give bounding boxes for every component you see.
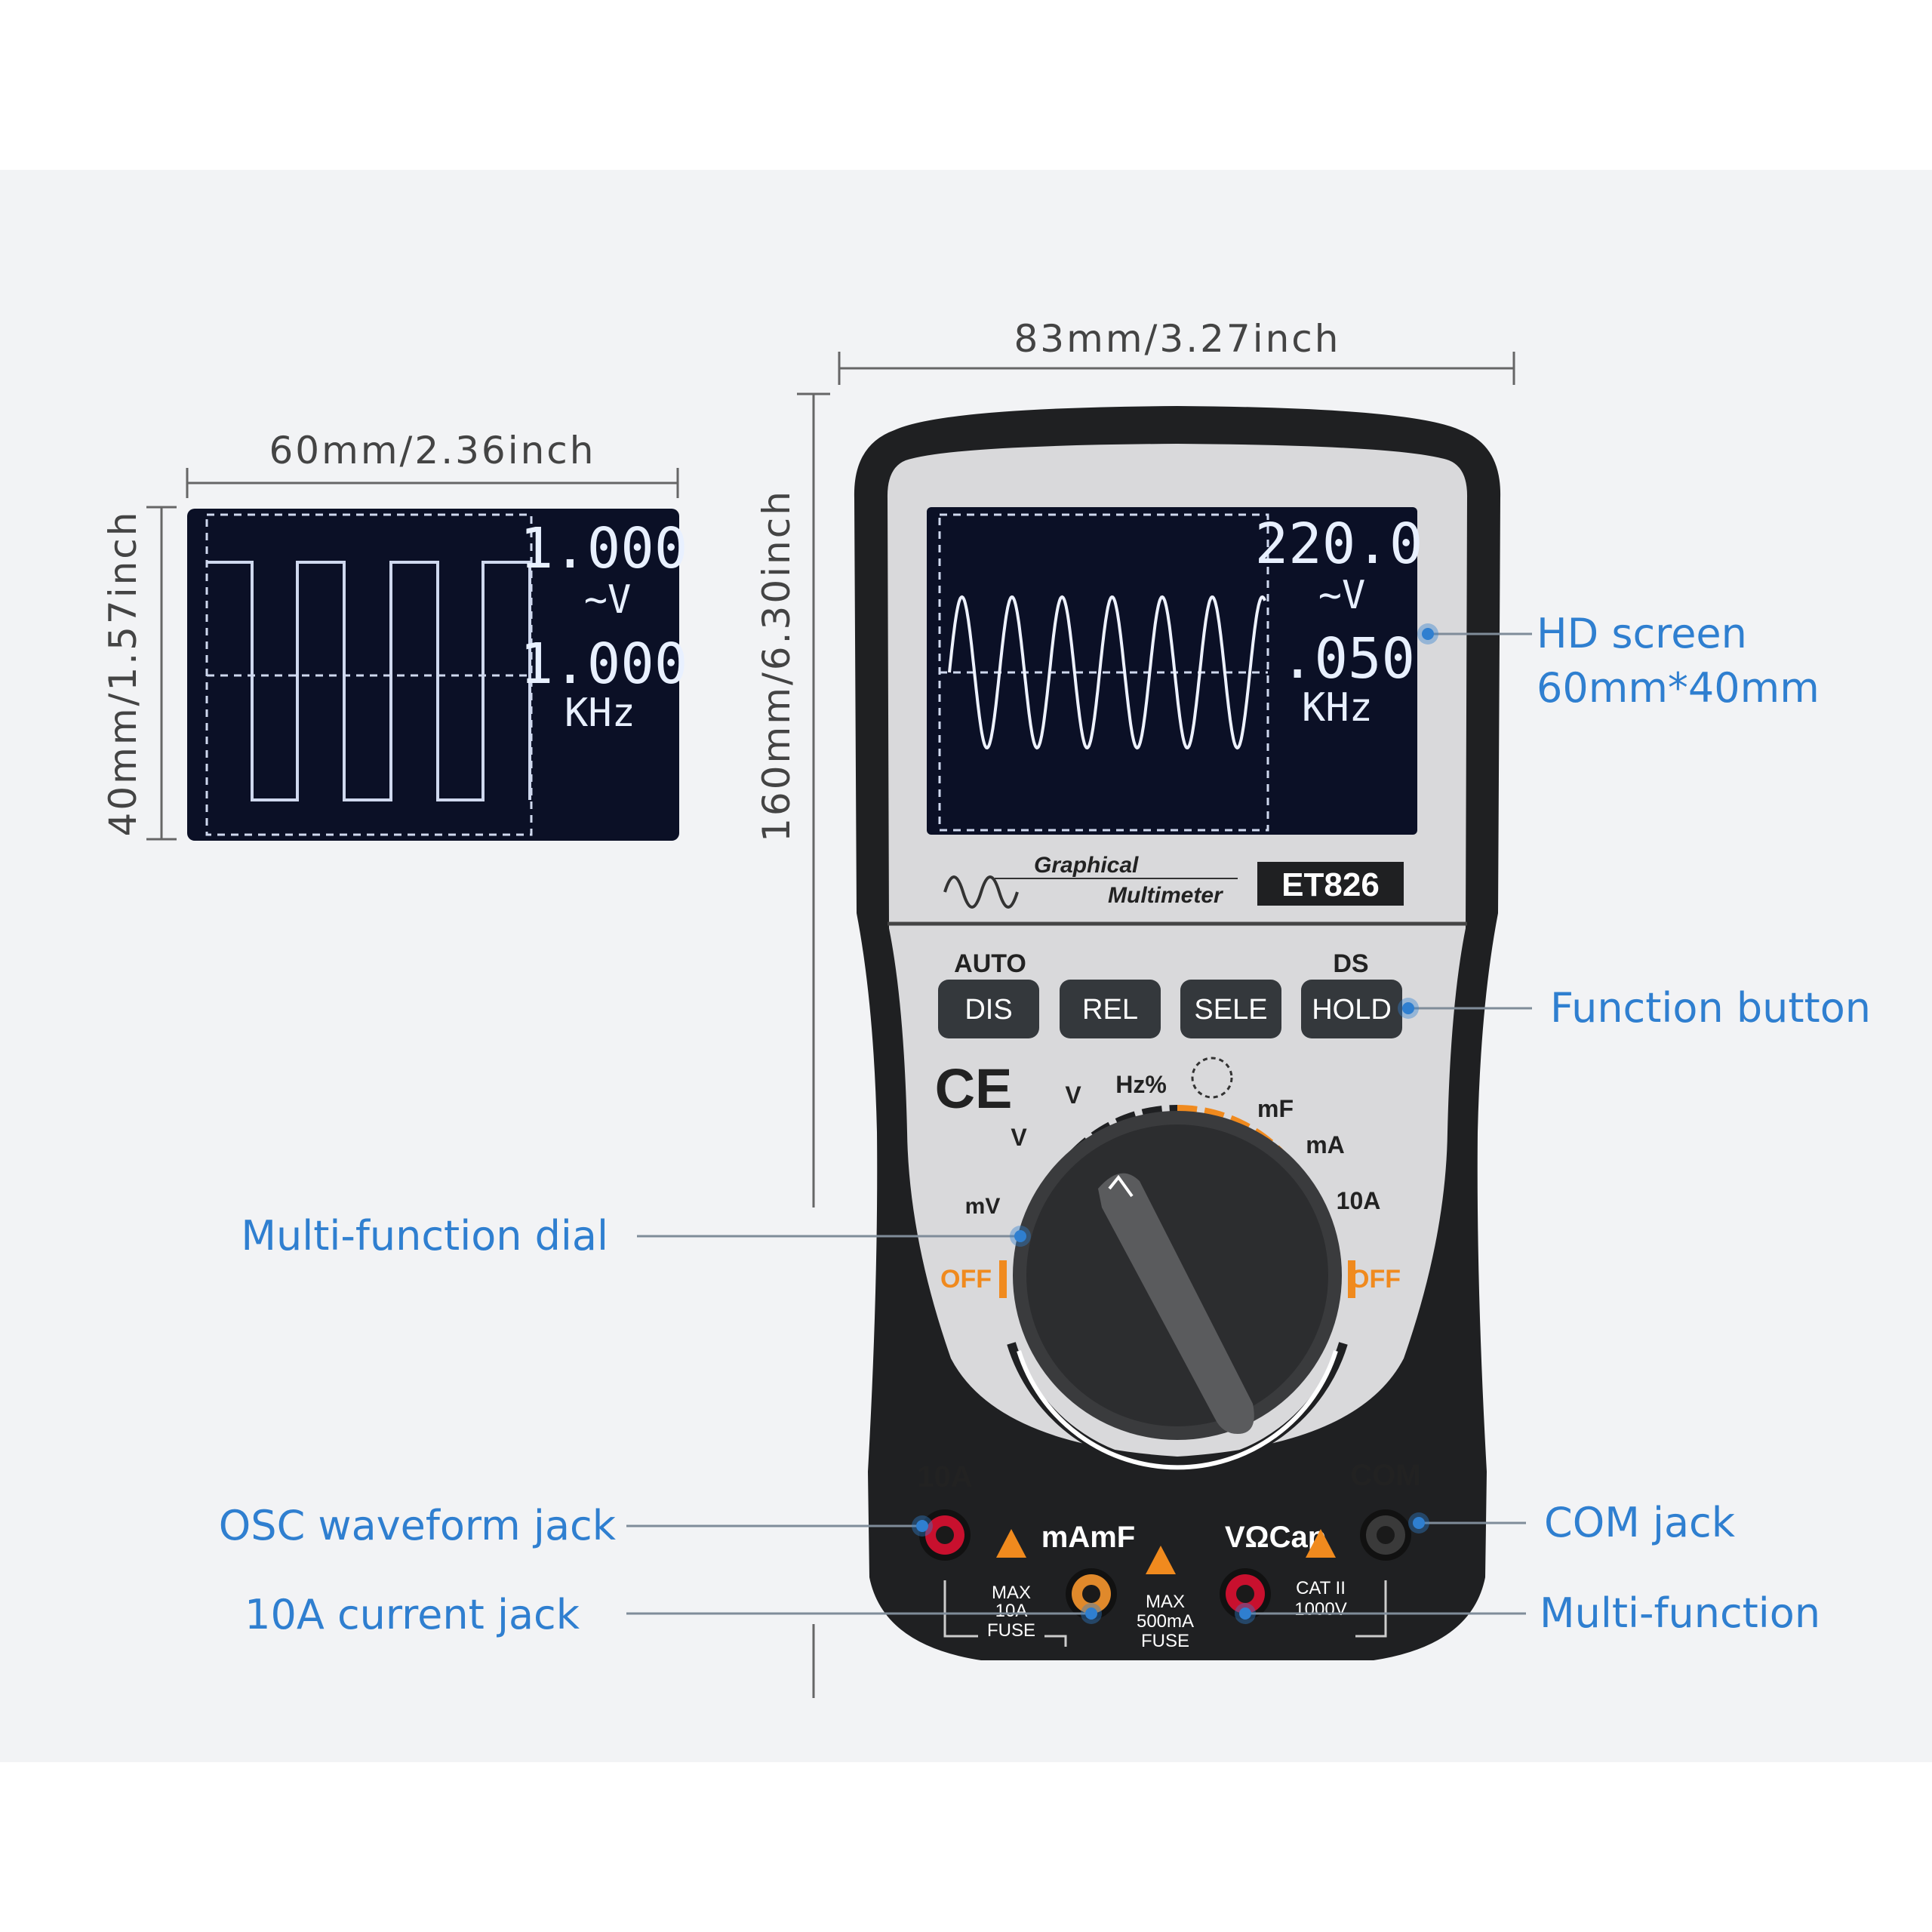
hold-button[interactable]: HOLD [1301, 980, 1402, 1038]
device-width-dimension: 83mm/3.27inch [838, 317, 1515, 385]
current-jack-label: 10A current jack [245, 1591, 580, 1638]
rating2-line3: FUSE [1141, 1631, 1189, 1651]
device-width-label: 83mm/3.27inch [1014, 317, 1341, 361]
dial-label-v-dc: V [1011, 1124, 1027, 1151]
small-voltage-readout: 1.000 [520, 516, 688, 581]
main-voltage-readout: 220.0 [1255, 512, 1423, 577]
jack-10a[interactable] [919, 1509, 971, 1561]
rating1-line3: FUSE [987, 1620, 1035, 1641]
main-screen [927, 507, 1417, 835]
jack-com[interactable] [1360, 1509, 1411, 1561]
sele-button-label: SELE [1194, 994, 1267, 1026]
rating1-line2: 10A [995, 1601, 1028, 1621]
brand-line1: Graphical [1034, 853, 1139, 878]
osc-jack-label: OSC waveform jack [219, 1502, 617, 1549]
dial-label-off-left: OFF [940, 1265, 992, 1294]
callout-dial: Multi-function dial [241, 1212, 1031, 1260]
multi-function-dial[interactable] [1013, 1111, 1342, 1440]
com-jack-label: COM jack [1544, 1499, 1736, 1546]
multimeter: 220.0 ~V .050 KHz Graphical Multimeter E… [854, 406, 1501, 1660]
ce-mark: CE [935, 1057, 1013, 1120]
dial-label-mf: mF [1257, 1095, 1294, 1122]
jack-label-mamf: mAmF [1041, 1521, 1135, 1554]
brand-wave-icon [943, 875, 1019, 909]
small-frequency-unit: KHz [565, 691, 635, 736]
ds-label: DS [1333, 949, 1368, 978]
callout-multi-function: Multi-function [1235, 1589, 1820, 1637]
dial-label: Multi-function dial [241, 1212, 608, 1260]
dial-label-mv: mV [965, 1194, 1001, 1219]
model-badge [1257, 862, 1404, 906]
screen-width-dimension: 60mm/2.36inch [186, 429, 679, 498]
model-name: ET826 [1281, 866, 1380, 903]
jack-label-10a: 10A [917, 1460, 972, 1494]
small-screen-panel [187, 509, 679, 841]
hd-screen-size-label: 60mm*40mm [1537, 664, 1820, 712]
small-frequency-readout: 1.000 [520, 632, 688, 697]
dial-label-v-ac: V [1065, 1081, 1081, 1109]
rating2-line1: MAX [1146, 1592, 1185, 1612]
main-frequency-readout: .050 [1281, 626, 1415, 691]
screen-width-label: 60mm/2.36inch [269, 429, 596, 472]
jack-label-vohm: VΩCap [1225, 1521, 1326, 1554]
dis-button[interactable]: DIS [938, 980, 1039, 1038]
rating3-line1: CAT II [1296, 1578, 1346, 1598]
device-height-label: 160mm/6.30inch [755, 489, 798, 842]
warning-icon [1146, 1546, 1176, 1574]
rel-button-label: REL [1082, 994, 1138, 1026]
multi-function-label: Multi-function [1540, 1589, 1820, 1637]
main-voltage-unit: ~V [1318, 573, 1366, 618]
callout-function-button: Function button [1398, 984, 1871, 1032]
jack-label-com: COM [1350, 1459, 1420, 1492]
brand-line2: Multimeter [1108, 883, 1224, 908]
dial-label-off-right: OFF [1349, 1265, 1401, 1294]
warning-icon [1306, 1529, 1336, 1558]
dial-label-hz: Hz% [1115, 1071, 1167, 1098]
jack-mamf[interactable] [1066, 1568, 1117, 1620]
warning-icon [996, 1529, 1026, 1558]
dial-pointer-arrow [1108, 1174, 1134, 1198]
callout-current-jack: 10A current jack [245, 1591, 1102, 1638]
dial-label-ma: mA [1306, 1131, 1345, 1158]
callout-hd-screen: HD screen 60mm*40mm [1417, 610, 1820, 712]
ohm-diode-icon [1191, 1057, 1233, 1099]
rating1-line1: MAX [992, 1583, 1031, 1603]
small-voltage-unit: ~V [584, 577, 632, 623]
small-screen: 1.000 ~V 1.000 KHz [187, 509, 688, 841]
hold-button-label: HOLD [1312, 994, 1392, 1026]
function-button-label: Function button [1550, 984, 1871, 1032]
rating2-line2: 500mA [1137, 1611, 1194, 1632]
dis-button-label: DIS [964, 994, 1012, 1026]
jack-vohm[interactable] [1220, 1568, 1271, 1620]
dial-pointer [1098, 1173, 1254, 1434]
screen-height-label: 40mm/1.57inch [101, 510, 145, 837]
rating3-line2: 1000V [1294, 1599, 1346, 1620]
dial-label-10a: 10A [1337, 1187, 1381, 1214]
callout-com-jack: COM jack [1408, 1499, 1736, 1546]
callout-osc-jack: OSC waveform jack [219, 1502, 933, 1549]
rel-button[interactable]: REL [1060, 980, 1161, 1038]
screen-height-dimension: 40mm/1.57inch [101, 506, 177, 841]
sele-button[interactable]: SELE [1180, 980, 1281, 1038]
device-height-dimension: 160mm/6.30inch [755, 392, 830, 1698]
hd-screen-label: HD screen [1537, 610, 1747, 657]
main-frequency-unit: KHz [1302, 685, 1373, 731]
auto-label: AUTO [954, 949, 1026, 978]
sine-waveform [948, 595, 1266, 750]
square-waveform [207, 561, 531, 801]
